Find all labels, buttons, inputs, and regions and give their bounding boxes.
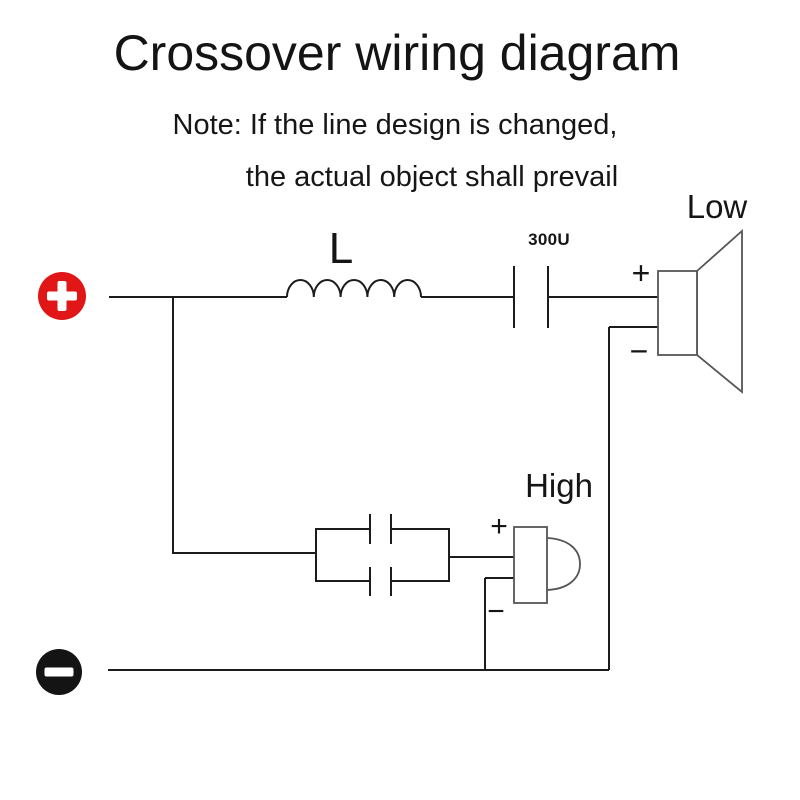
wire-branch-to-highpass [172, 297, 316, 554]
page-title: Crossover wiring diagram [113, 25, 681, 81]
note-line-2: the actual object shall prevail [245, 161, 619, 193]
note-line-1: Note: If the line design is changed, [172, 109, 618, 141]
wires [108, 266, 658, 671]
woofer-speaker-icon [696, 228, 743, 394]
inductor-label: L [329, 224, 353, 273]
tweeter-dome [546, 537, 581, 591]
high-minus-label: − [487, 595, 505, 628]
speakers [513, 228, 743, 604]
low-plus-label: + [632, 255, 651, 291]
cap-bank-right-frame [391, 528, 450, 582]
capacitor-value-label: 300U [528, 230, 570, 249]
minus-icon-bar [44, 667, 74, 677]
woofer-body [657, 270, 698, 356]
low-speaker-label: Low [687, 188, 748, 225]
inductor-coil [286, 279, 422, 298]
source-terminals [36, 272, 86, 695]
tweeter-body [513, 526, 548, 604]
plus-icon-vbar [57, 281, 67, 311]
cap-bank-left-frame [315, 528, 370, 582]
high-speaker-label: High [525, 467, 593, 504]
high-plus-label: + [490, 510, 508, 543]
low-minus-label: − [630, 333, 649, 369]
